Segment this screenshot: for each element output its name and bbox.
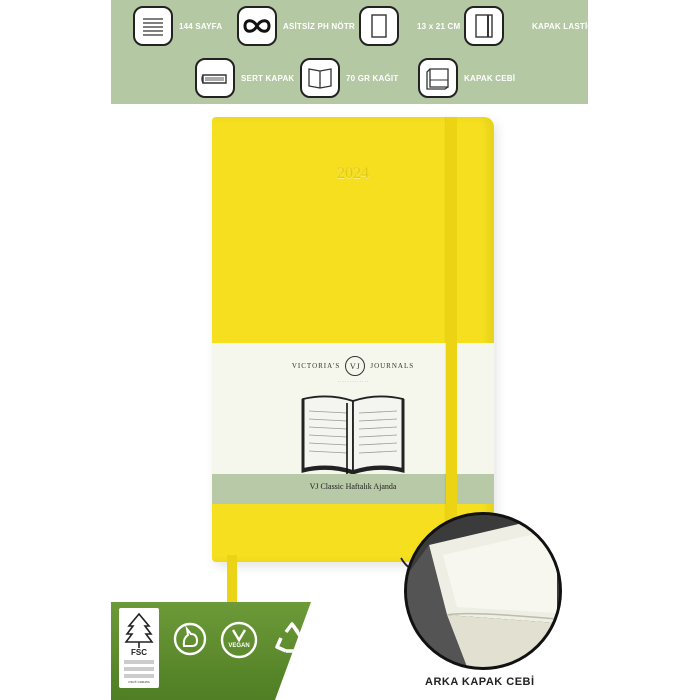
feature-pocket: KAPAK CEBİ <box>418 58 515 98</box>
page-size-icon <box>359 6 399 46</box>
back-pocket-closeup <box>404 512 562 670</box>
cruelty-free-badge <box>173 622 207 661</box>
feature-elastic-label: KAPAK LASTİĞİ <box>532 21 588 31</box>
hardcover-book-icon <box>195 58 235 98</box>
forests-badge: FORESTS FOR ALL FOREVER <box>336 606 392 671</box>
feature-acid-free: ASİTSİZ PH NÖTR <box>237 6 355 46</box>
forests-label: FORESTS FOR ALL FOREVER <box>336 658 392 671</box>
brand-right: JOURNALS <box>370 362 415 370</box>
feature-hardcover: SERT KAPAK <box>195 58 294 98</box>
feature-size-label: 13 x 21 CM <box>417 21 461 31</box>
feature-size: 13 x 21 CM <box>359 6 460 46</box>
fsc-label: FSC <box>131 648 147 657</box>
back-pocket-label: ARKA KAPAK CEBİ <box>425 676 535 688</box>
product-name: VJ Classic Haftalık Ajanda <box>309 482 397 491</box>
elastic-closure <box>446 117 457 562</box>
product-image: 144 SAYFA ASİTSİZ PH NÖTR 13 x 21 CM KAP… <box>111 0 588 700</box>
features-band: 144 SAYFA ASİTSİZ PH NÖTR 13 x 21 CM KAP… <box>111 0 588 104</box>
vegan-badge: VEGAN <box>219 620 259 665</box>
fsc-code: FSC® C041154 <box>128 680 150 684</box>
vegan-label: VEGAN <box>228 643 250 649</box>
open-agenda-illustration <box>299 391 407 482</box>
feature-acid-free-label: ASİTSİZ PH NÖTR <box>283 21 355 31</box>
feature-elastic: KAPAK LASTİĞİ <box>464 6 588 46</box>
brand-monogram: VJ <box>345 356 366 376</box>
bookmark-ribbon <box>227 555 237 605</box>
fsc-badge: FSC FSC® C041154 <box>119 608 159 693</box>
pocket-book-icon <box>418 58 458 98</box>
feature-hardcover-label: SERT KAPAK <box>241 73 295 83</box>
feature-paper-label: 70 GR KAĞIT <box>346 73 399 83</box>
embossed-year: 2024 <box>337 165 369 182</box>
elastic-band-icon <box>464 6 504 46</box>
feature-pages-label: 144 SAYFA <box>179 21 223 31</box>
eco-badges-band: FSC FSC® C041154 VEGAN <box>111 602 311 700</box>
brand-left: VICTORIA'S <box>291 362 341 370</box>
feature-pocket-label: KAPAK CEBİ <box>464 73 516 83</box>
lined-page-icon <box>133 6 173 46</box>
open-book-icon <box>300 58 340 98</box>
feature-pages: 144 SAYFA <box>133 6 222 46</box>
infinity-icon <box>237 6 277 46</box>
brand-logo: VICTORIA'S VJ JOURNALS <box>212 356 494 376</box>
band-fine-print: · · · · · · · · · · · · · <box>337 379 369 384</box>
recycle-icon <box>273 620 311 663</box>
feature-paper: 70 GR KAĞIT <box>300 58 398 98</box>
